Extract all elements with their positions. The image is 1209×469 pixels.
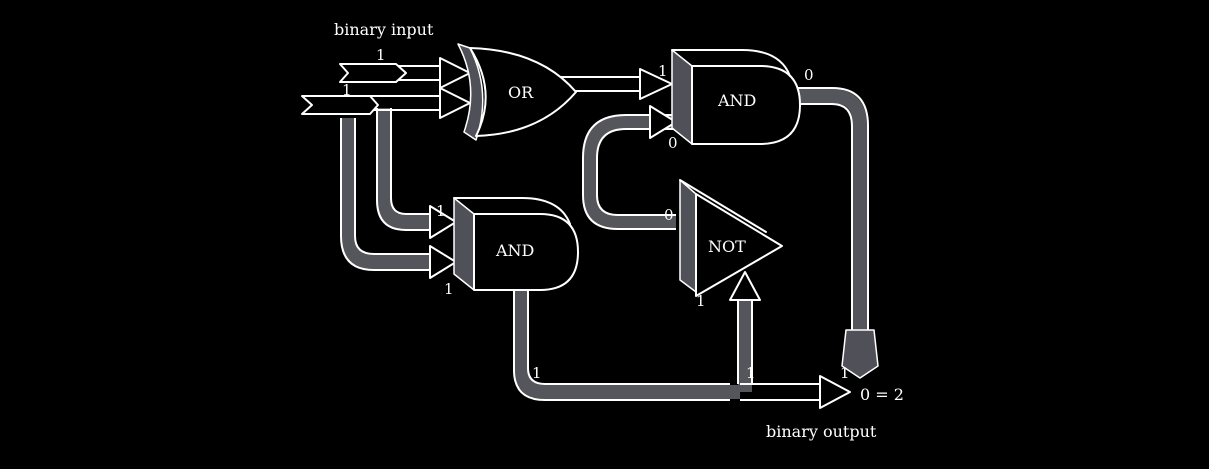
- bit-and-top-out: 0: [804, 66, 814, 84]
- wire-input-b-to-and-bottom: [340, 118, 440, 271]
- arrow-to-and-bottom-b: [429, 245, 457, 279]
- input-b-tab: [301, 95, 379, 115]
- bit-output-b: 1: [840, 364, 850, 382]
- and-gate-bottom-label: AND: [495, 241, 534, 260]
- bit-and-bottom-in-b: 1: [444, 280, 454, 298]
- arrow-input-a-to-or: [439, 57, 471, 89]
- wire-branch-to-not: [737, 300, 753, 392]
- wire-and-top-to-output: [792, 87, 869, 360]
- bit-not-out: 1: [696, 292, 706, 310]
- input-tabs: [301, 63, 407, 115]
- not-gate: NOT: [679, 179, 783, 297]
- or-gate-label: OR: [508, 83, 534, 102]
- and-gate-top: AND: [671, 49, 801, 145]
- wire-loop-to-and-top: [582, 114, 676, 230]
- bit-and-bottom-out: 1: [532, 364, 542, 382]
- bit-output-a: 1: [746, 364, 756, 382]
- binary-input-label: binary input: [334, 20, 434, 39]
- arrow-and-top-down: [841, 329, 879, 379]
- arrowheads: [429, 57, 879, 409]
- bit-and-bottom-in-a: 1: [436, 202, 446, 220]
- and-gate-bottom: AND: [453, 197, 579, 291]
- result-label: 0 = 2: [860, 385, 904, 404]
- wire-input-a-to-and-bottom: [376, 108, 440, 231]
- arrow-to-and-bottom-a: [429, 205, 457, 239]
- wires: [320, 65, 869, 401]
- arrow-final-output: [819, 375, 851, 409]
- bit-and-top-in: 0: [668, 134, 678, 152]
- arrow-input-b-to-or: [439, 87, 471, 119]
- wire-to-output: [740, 383, 820, 401]
- bit-input-a: 1: [376, 46, 386, 64]
- binary-output-label: binary output: [766, 422, 877, 441]
- not-gate-label: NOT: [708, 237, 746, 256]
- input-a-tab: [339, 63, 407, 83]
- and-gate-top-label: AND: [717, 91, 756, 110]
- or-gate: OR: [457, 43, 577, 141]
- arrow-loop-to-and-top: [649, 105, 677, 139]
- wire-and-bottom-to-output: [513, 290, 740, 401]
- bit-input-b: 1: [342, 81, 352, 99]
- arrow-or-to-and-top: [639, 68, 673, 100]
- arrow-into-not: [729, 271, 761, 301]
- bit-not-in: 0: [664, 206, 674, 224]
- bit-or-out: 1: [658, 62, 668, 80]
